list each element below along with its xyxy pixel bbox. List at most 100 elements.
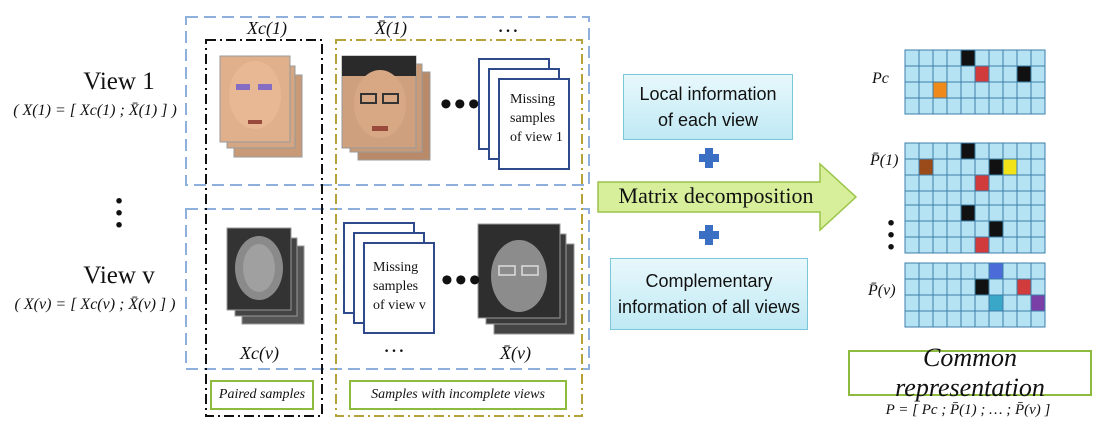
matrix-cell xyxy=(974,262,990,280)
matrix-cell xyxy=(918,310,934,328)
matrix-cell-orange xyxy=(932,81,948,99)
matrix-cell xyxy=(1016,310,1032,328)
matrix-cell xyxy=(974,294,990,312)
matrix-cell xyxy=(1016,294,1032,312)
matrix-cell xyxy=(974,81,990,99)
matrix-cell-purple xyxy=(1030,294,1046,312)
matrix-cell xyxy=(904,97,920,115)
matrix-cell xyxy=(974,49,990,67)
matrix-cell xyxy=(904,174,920,192)
matrix-cell xyxy=(988,204,1004,222)
matrix-cell xyxy=(1016,174,1032,192)
label-xbarv: X̄(v) xyxy=(500,343,531,363)
matrix-cell xyxy=(946,97,962,115)
matrix-cell-black xyxy=(988,220,1004,238)
matrix-cell xyxy=(1030,236,1046,254)
matrix-cell xyxy=(960,310,976,328)
viewv-title: View v xyxy=(83,262,155,289)
matrix-cell xyxy=(960,158,976,176)
matrix-cell xyxy=(960,278,976,296)
matrix-cell-black xyxy=(988,158,1004,176)
matrix-cell xyxy=(960,220,976,238)
matrix-cell xyxy=(1002,236,1018,254)
matrix-cell-red xyxy=(974,174,990,192)
matrix-cell xyxy=(1016,142,1032,160)
label-pv: P̄(v) xyxy=(868,282,896,299)
incomplete-faces-viewv xyxy=(477,223,575,335)
matrix-cell xyxy=(974,142,990,160)
common-matrix-grid xyxy=(904,49,1046,328)
matrix-cell xyxy=(904,49,920,67)
matrix-cell xyxy=(988,97,1004,115)
matrix-cell xyxy=(918,204,934,222)
matrix-cell xyxy=(960,294,976,312)
matrix-cell xyxy=(1030,49,1046,67)
matrix-cell xyxy=(960,236,976,254)
matrix-cell xyxy=(1002,278,1018,296)
matrix-cell-yellow xyxy=(1002,158,1018,176)
matrix-cell xyxy=(988,236,1004,254)
matrix-cell xyxy=(974,97,990,115)
matrix-cell xyxy=(1016,204,1032,222)
matrix-cell xyxy=(974,158,990,176)
matrix-cell xyxy=(918,294,934,312)
matrix-cell xyxy=(932,262,948,280)
matrix-cell xyxy=(918,262,934,280)
matrix-cell xyxy=(904,220,920,238)
matrix-cell xyxy=(932,204,948,222)
matrix-cell-black xyxy=(960,142,976,160)
matrix-cell xyxy=(918,65,934,83)
caption-incomplete-views: Samples with incomplete views xyxy=(349,380,567,410)
matrix-cell xyxy=(988,278,1004,296)
matrix-cell xyxy=(1016,262,1032,280)
matrix-cell xyxy=(1030,310,1046,328)
dots-view1: ••• xyxy=(440,86,482,123)
matrix-cell xyxy=(1002,174,1018,192)
matrix-cell xyxy=(946,49,962,67)
matrix-cell xyxy=(946,142,962,160)
matrix-cell xyxy=(960,97,976,115)
matrix-cell xyxy=(1030,97,1046,115)
top-ellipsis: … xyxy=(497,12,519,37)
matrix-cell xyxy=(988,49,1004,67)
matrix-cell xyxy=(904,204,920,222)
matrix-cell xyxy=(904,310,920,328)
matrix-cell xyxy=(1030,158,1046,176)
matrix-cell xyxy=(1002,49,1018,67)
matrix-cell xyxy=(1016,220,1032,238)
matrix-cell xyxy=(904,262,920,280)
matrix-cell xyxy=(974,204,990,222)
matrix-cell xyxy=(918,174,934,192)
matrix-cell xyxy=(946,204,962,222)
matrix-cell-red xyxy=(1016,278,1032,296)
matrix-cell-black xyxy=(974,278,990,296)
matrix-cell xyxy=(1002,65,1018,83)
matrix-cell xyxy=(946,262,962,280)
matrix-cell xyxy=(932,236,948,254)
common-representation-box: Common representation xyxy=(848,343,1092,402)
matrix-cell xyxy=(1002,294,1018,312)
missing-samples-viewv: Missing samples of view v xyxy=(363,242,435,334)
label-pc: Pc xyxy=(872,70,889,87)
matrix-cell xyxy=(1016,97,1032,115)
matrix-cell xyxy=(918,278,934,296)
matrix-cell-blue xyxy=(988,262,1004,280)
matrix-cell xyxy=(932,294,948,312)
matrix-cell xyxy=(904,81,920,99)
common-formula: P = [ Pc ; P̄(1) ; … ; P̄(v) ] xyxy=(885,402,1051,418)
matrix-cell xyxy=(932,174,948,192)
matrix-cell xyxy=(932,310,948,328)
matrix-cell xyxy=(932,278,948,296)
matrix-cell xyxy=(988,65,1004,83)
matrix-cell xyxy=(918,97,934,115)
matrix-cell xyxy=(932,158,948,176)
matrix-cell xyxy=(1002,142,1018,160)
matrix-cell xyxy=(932,97,948,115)
matrix-cell xyxy=(918,220,934,238)
incomplete-column-box xyxy=(335,39,583,417)
matrix-cell xyxy=(918,81,934,99)
matrix-cell xyxy=(1030,142,1046,160)
matrix-cell xyxy=(932,142,948,160)
